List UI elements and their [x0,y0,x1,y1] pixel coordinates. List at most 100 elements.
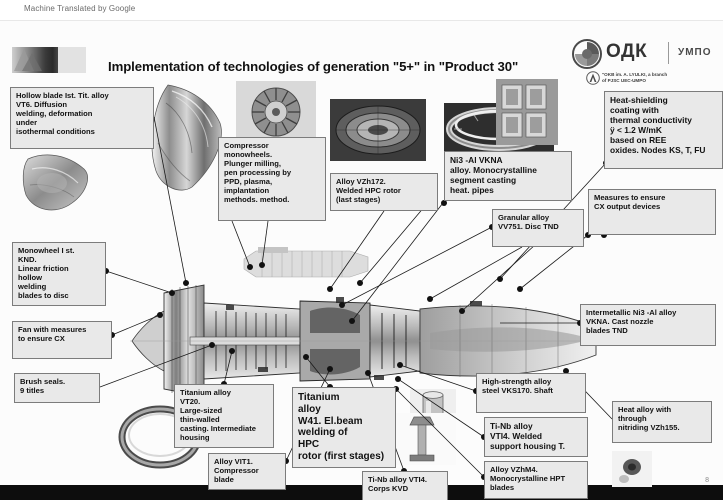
welded-hpc-rotor-photo [330,99,426,161]
callout-line: (last stages) [336,194,381,204]
callout-line: alloy. Monocrystalline [450,164,537,175]
callout-line: blade [214,474,234,484]
callout-line: VV751. Disc TND [498,221,559,231]
callout-line: Heat-shielding [610,95,668,105]
callout-line: PPD, plasma, [224,176,273,186]
callout-line: Compressor [214,465,259,475]
callout-ti-nb-corps-kvd[interactable]: Ti-Nb alloy VTI4.Corps KVD [362,471,448,500]
callout-line: segment casting [450,174,517,185]
callout-line: VT6. Diffusion [16,99,68,109]
page-title: Implementation of technologies of genera… [108,59,519,74]
callout-alloy-vzh172[interactable]: Alloy VZh172.Welded HPC rotor(last stage… [330,173,438,211]
callout-line: Plunger milling, [224,158,281,168]
callout-line: Intermetallic Ni3 -Al alloy [586,308,677,317]
callout-line: Corps KVD [368,483,409,493]
callout-line: Titanium alloy [180,388,231,397]
callout-line: Ti-Nb alloy [490,421,533,431]
callout-line: Brush seals. [20,377,66,386]
callout-line: coating with [610,104,659,115]
callout-line: support housing T. [490,440,565,451]
callout-line: housing [180,432,210,442]
callout-line: blades [490,482,515,492]
compressor-monowheel-photo [236,81,316,143]
callout-line: KND. [18,254,37,264]
callout-line: pen processing by [224,167,292,177]
welded-bolt-photo [396,413,456,465]
callout-line: methods. method. [224,194,290,204]
callout-line: through [618,413,647,423]
callout-line: steel VKS170. Shaft [482,385,553,395]
callout-line: welding [18,281,47,291]
logo-primary-text: ОДК [606,41,648,62]
callout-line: VT20. [180,396,201,406]
page-number: 8 [705,477,709,484]
callout-line: VTI4. Welded [490,430,542,441]
slide-canvas: Implementation of technologies of genera… [0,20,723,500]
callout-line: W41. El.beam [298,415,363,427]
blade-root-photo [22,154,88,211]
callout-line: Monowheel I st. [18,246,75,255]
corner-photo [12,47,86,73]
logo-subtitle-line2: of PJSC UEC-UMPO [602,78,646,83]
callout-line: Fan with measures [18,325,87,334]
logo-secondary-text: УМПО [678,47,712,58]
callout-line: CX output devices [594,201,661,211]
brand-logo: ОДК УМПО "OKB im. A. LYULKI, a branch of… [572,39,718,87]
callout-line: Measures to ensure [594,193,666,202]
callout-line: isothermal conditions [16,126,95,136]
callout-line: Hollow blade Ist. Tit. alloy [16,91,109,100]
callout-line: High-strength alloy [482,377,552,386]
callout-line: Titanium [298,392,340,403]
callout-line: 9 titles [20,385,45,395]
callout-line: Alloy VIT1. [214,457,253,466]
callout-line: Heat alloy with [618,405,672,414]
callout-line: thin-walled [180,414,220,424]
callout-line: monowheels. [224,149,273,159]
callout-brush-seals[interactable]: Brush seals.9 titles [14,373,100,403]
callout-line: Alloy VZh172. [336,177,386,186]
callout-line: casting. Intermediate [180,423,256,433]
machine-translation-banner: Machine Translated by Google [0,0,723,20]
callout-line: based on REE [610,134,667,145]
callout-line: Ni3 -Al VKNA [450,155,503,165]
coated-segment-photo [496,79,558,145]
callout-line: nitriding VZh155. [618,422,680,432]
coating-sample-photo [612,451,652,487]
callout-line: Welded HPC rotor [336,185,401,195]
callout-line: HPC [298,439,320,451]
callout-line: Ti-Nb alloy VTI4. [368,475,427,484]
callout-line: hollow [18,272,43,282]
odk-swirl-logo-icon [572,39,602,69]
machine-translation-label: Machine Translated by Google [24,4,136,13]
callout-line: under [16,117,38,127]
callout-line: welding of [298,427,348,439]
callout-line: blades TND [586,325,628,335]
callout-line: welding, deformation [16,108,93,118]
callout-line: VKNA. Cast nozzle [586,316,654,326]
callout-line: rotor (first stages) [298,450,385,462]
callout-line: heat. pipes [450,184,494,195]
callout-line: oxides. Nodes KS, T, FU [610,144,706,155]
engine-cutaway-diagram [130,284,600,398]
logo-subtitle-line1: "OKB im. A. LYULKI, a branch [602,72,668,77]
callout-line: alloy [298,403,321,415]
callout-line: implantation [224,185,270,195]
callout-line: Compressor [224,141,269,150]
callout-line: ÿ < 1.2 W/mK [610,124,662,135]
